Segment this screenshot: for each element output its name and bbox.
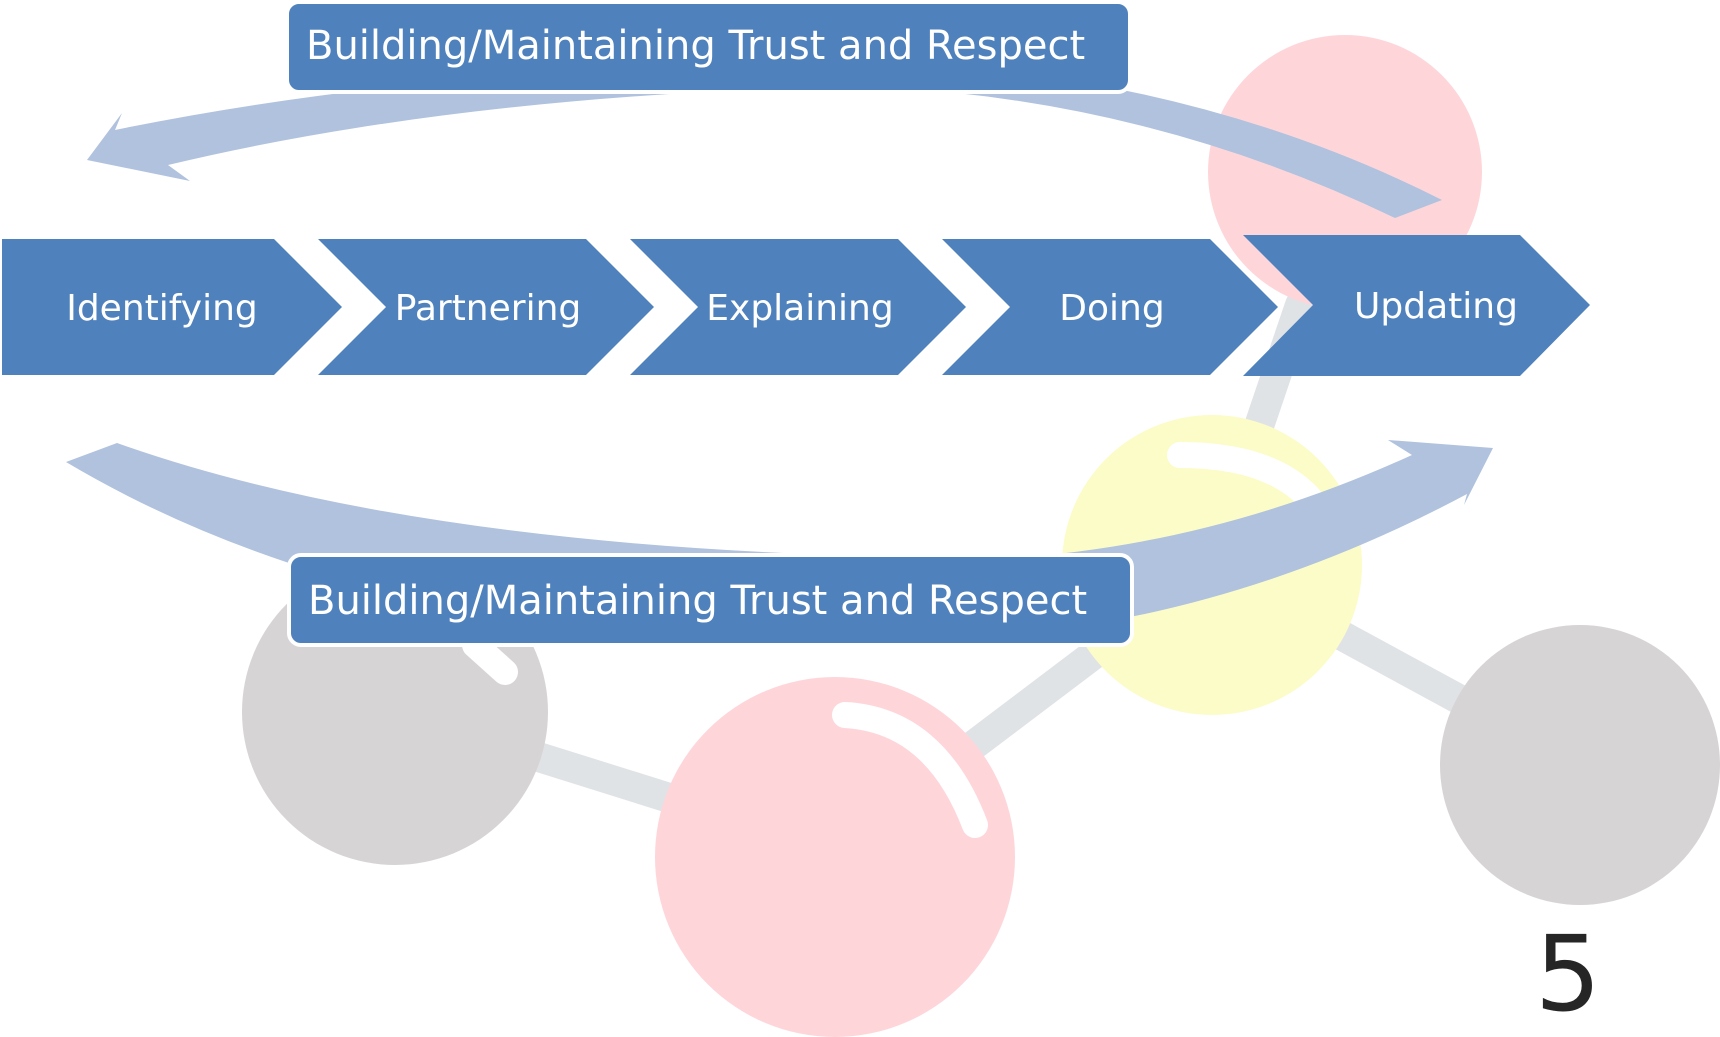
step-label: Explaining <box>706 288 893 329</box>
atom-highlight <box>832 702 988 838</box>
step-updating: Updating <box>1243 235 1590 376</box>
banner-box <box>287 553 1134 647</box>
cycle-arrow-top <box>87 60 1442 218</box>
molecule-atom-gray-right <box>1440 625 1720 905</box>
step-chevron <box>1243 235 1590 376</box>
step-partnering: Partnering <box>318 239 654 375</box>
banner-label: Building/Maintaining Trust and Respect <box>308 578 1087 624</box>
atom-highlight <box>462 632 518 685</box>
step-chevron <box>942 239 1278 375</box>
step-chevron <box>318 239 654 375</box>
step-chevron <box>2 239 342 375</box>
page-number: 5 <box>1535 913 1601 1035</box>
step-label: Doing <box>1059 288 1164 329</box>
process-chevrons: Identifying Partnering Explaining Doing … <box>2 235 1590 376</box>
step-doing: Doing <box>942 239 1278 375</box>
step-label: Identifying <box>66 288 258 329</box>
banner-bottom: Building/Maintaining Trust and Respect <box>287 553 1134 647</box>
step-explaining: Explaining <box>630 239 966 375</box>
banner-box <box>285 0 1132 94</box>
banner-top: Building/Maintaining Trust and Respect <box>285 0 1132 94</box>
step-label: Partnering <box>395 288 582 329</box>
step-identifying: Identifying <box>2 239 342 375</box>
step-label: Updating <box>1354 286 1518 327</box>
molecule-atom-red-bottom <box>655 677 1015 1037</box>
step-chevron <box>630 239 966 375</box>
banner-label: Building/Maintaining Trust and Respect <box>306 23 1085 69</box>
